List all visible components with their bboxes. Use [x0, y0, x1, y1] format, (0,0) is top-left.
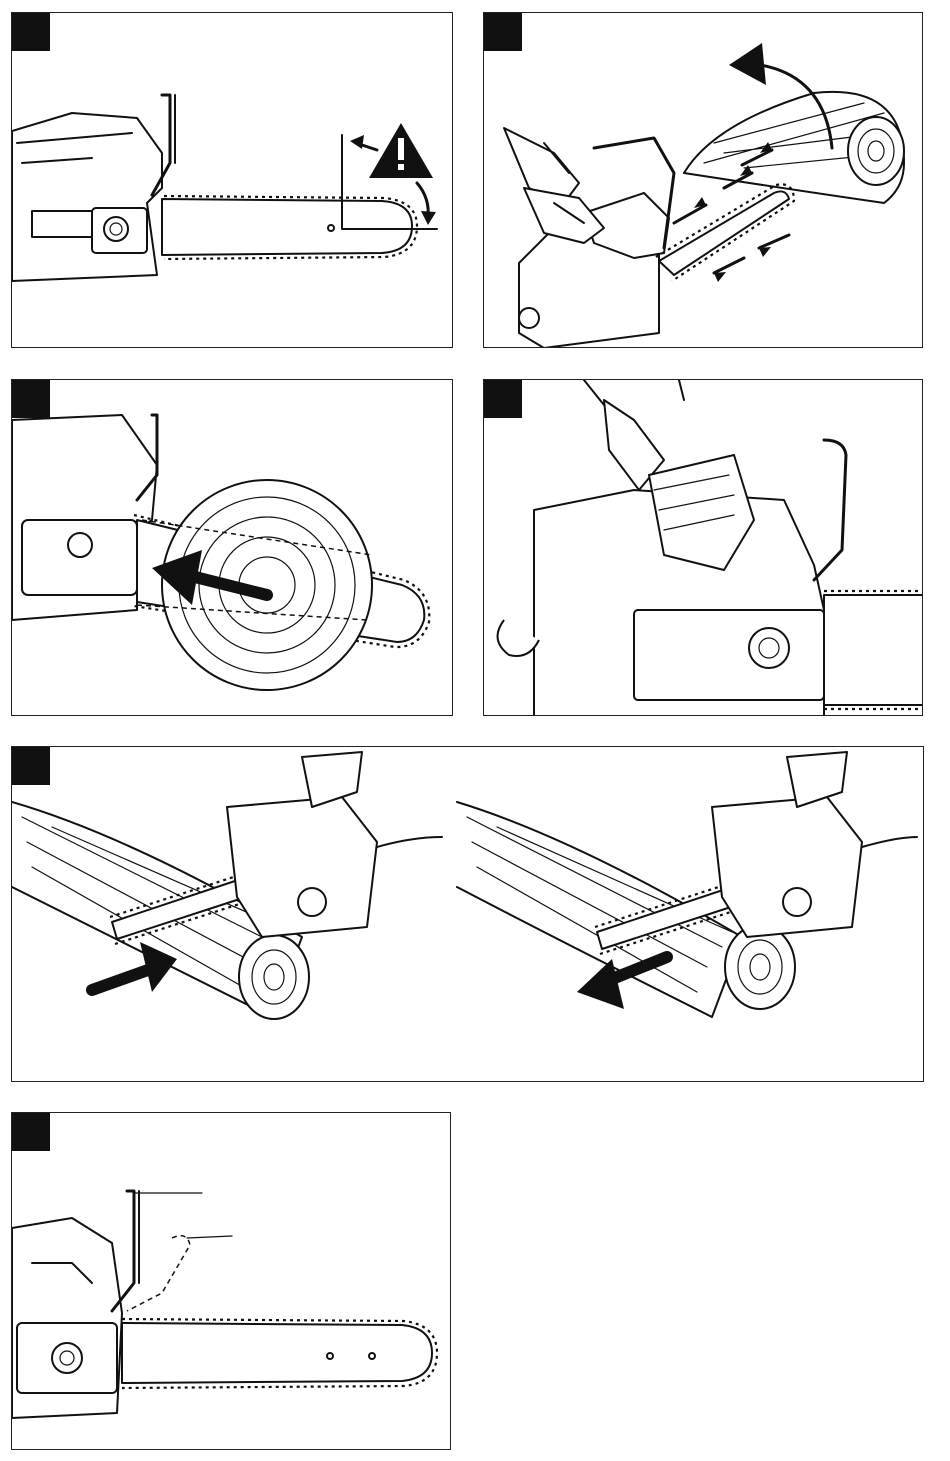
illustration-panel-1	[11, 12, 453, 348]
two-hand-grip-illustration	[484, 13, 923, 348]
illustration-panel-3	[11, 379, 453, 716]
illustration-panel-6	[11, 1112, 451, 1450]
illustration-panel-2	[483, 12, 923, 348]
glove-grip-illustration	[484, 380, 923, 716]
illustration-panel-5	[11, 746, 924, 1082]
illustration-panel-4	[483, 379, 923, 716]
chain-brake-illustration	[12, 1113, 451, 1450]
log-cutting-directions-illustration	[12, 747, 924, 1082]
chainsaw-kickback-illustration	[12, 13, 453, 348]
log-cut-illustration	[12, 380, 453, 716]
